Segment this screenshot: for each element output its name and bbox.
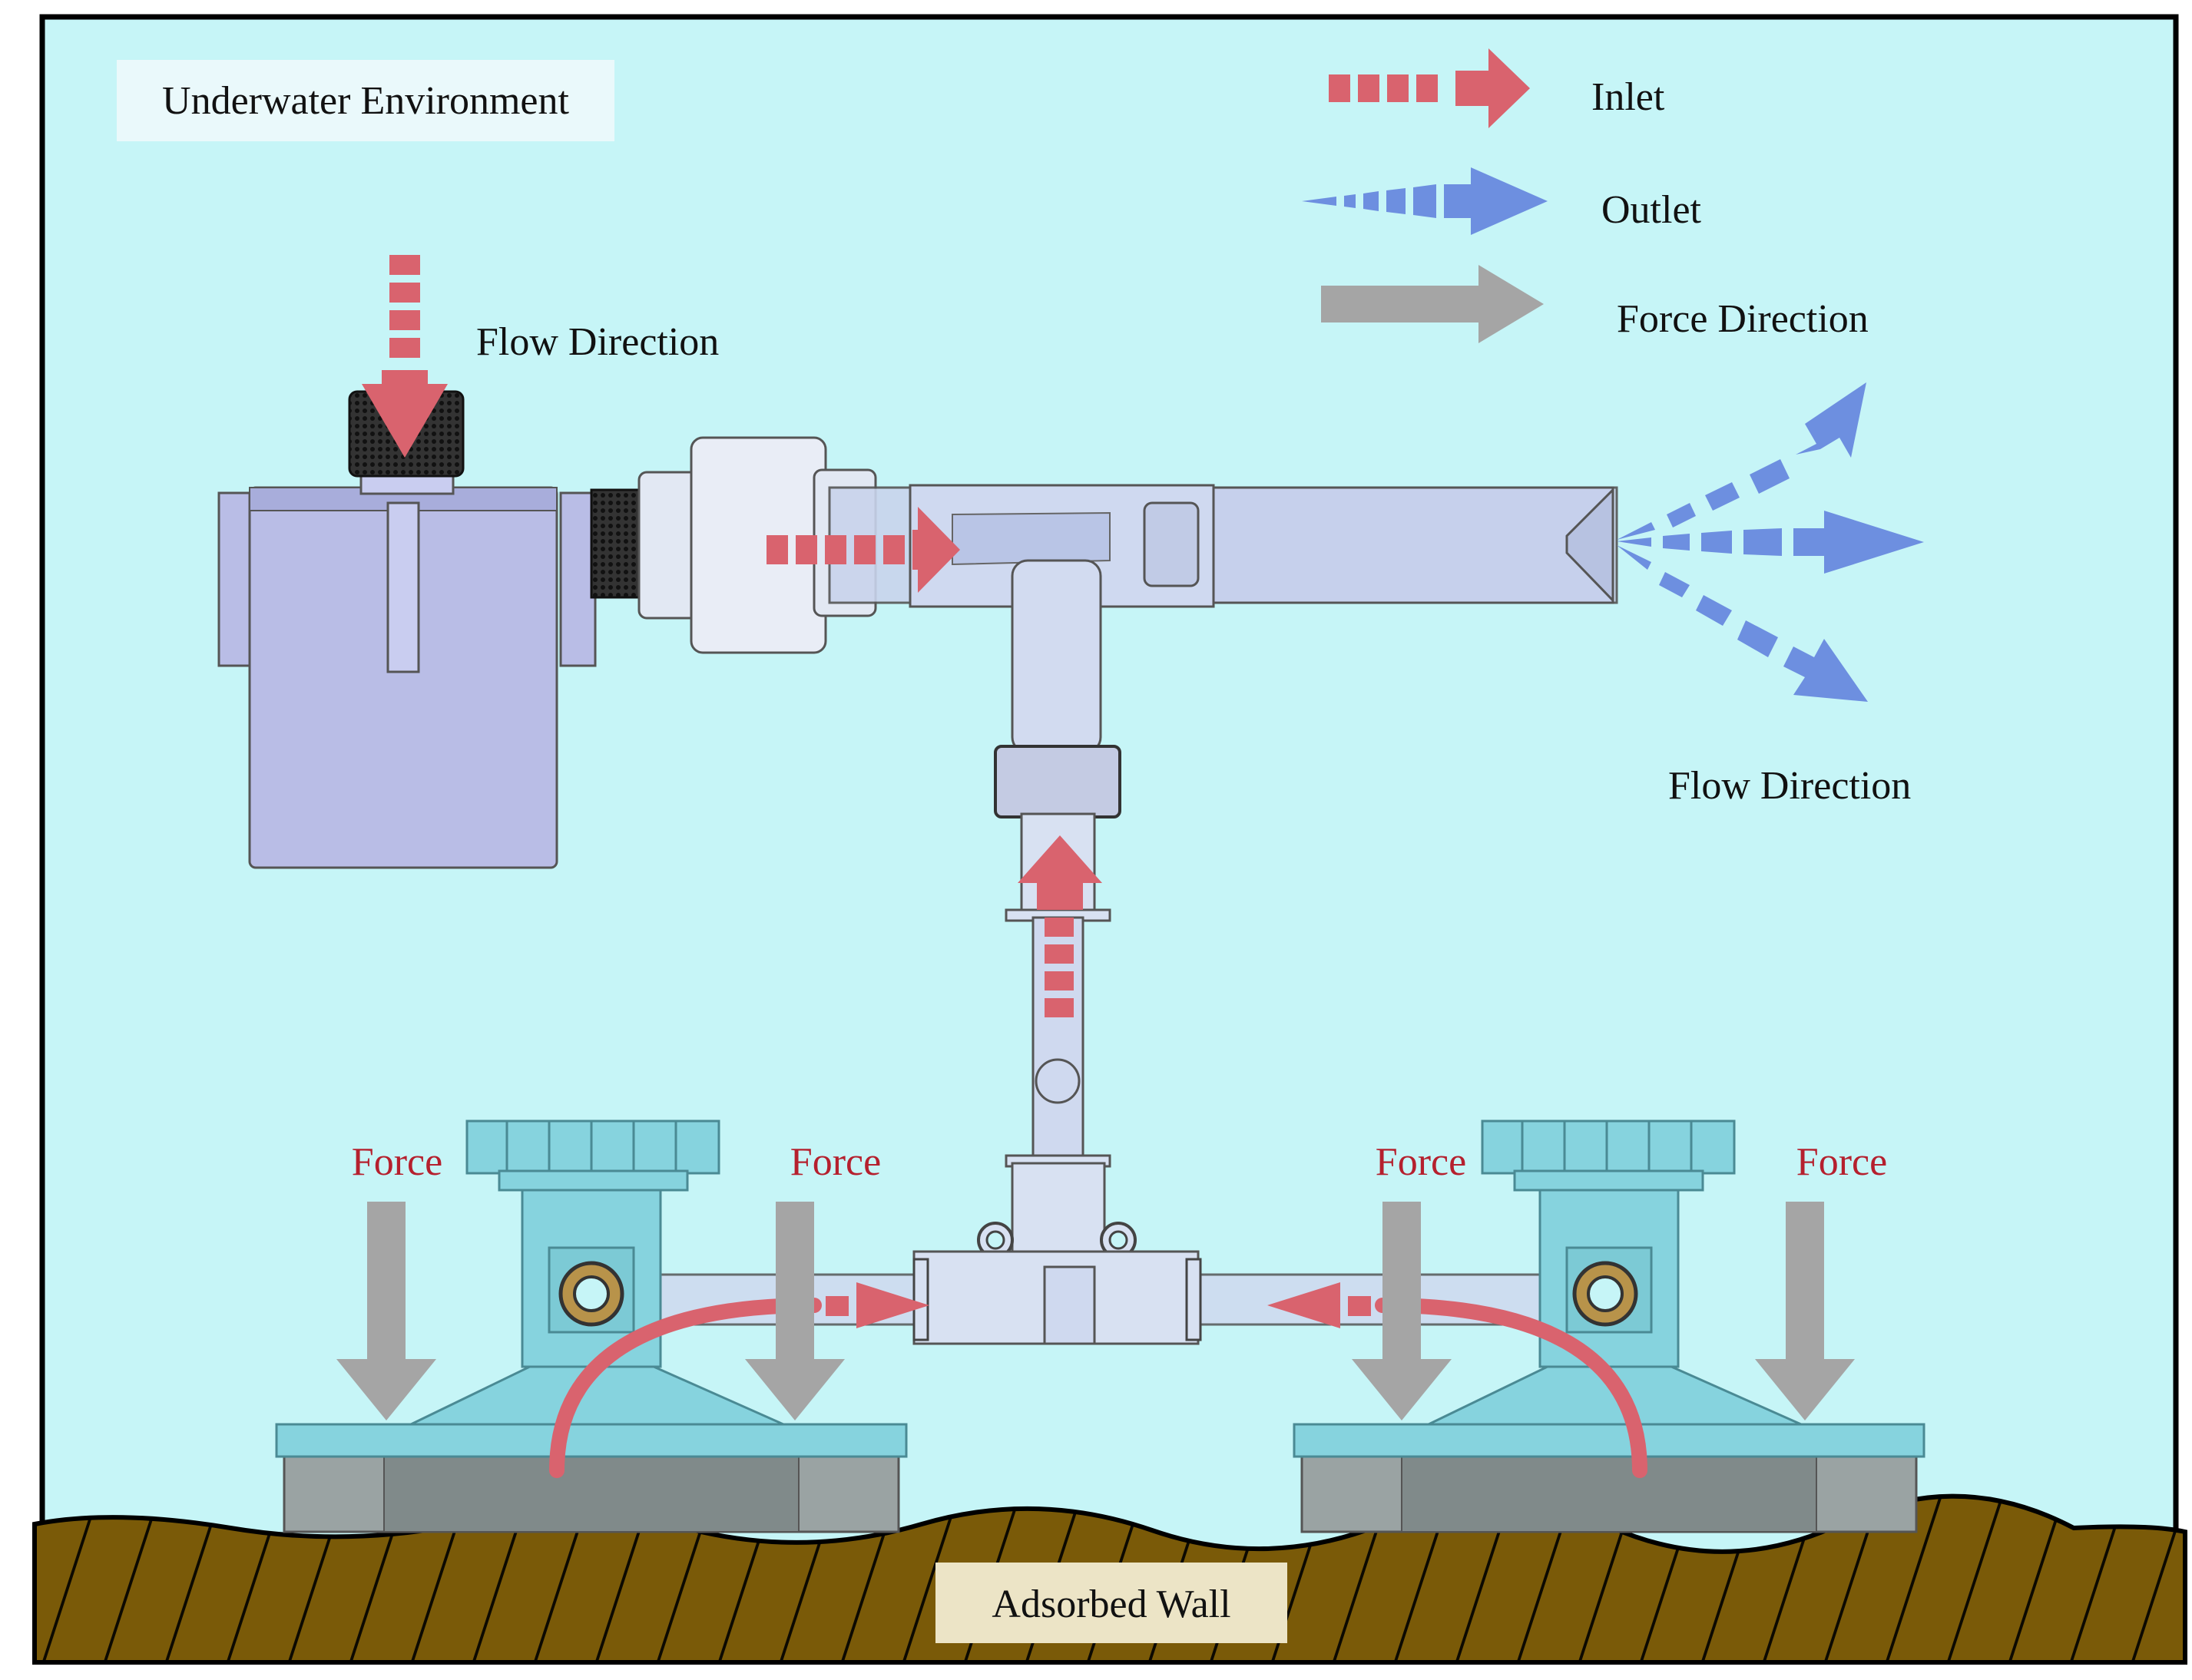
flow-direction-top-label: Flow Direction <box>476 320 719 364</box>
solid-arrow-right-icon <box>1321 265 1544 343</box>
tapered-dashed-arrow-right-icon <box>1302 167 1548 235</box>
legend-inlet-label: Inlet <box>1591 75 1665 119</box>
outlet-jets <box>1617 382 1924 702</box>
wall-label-box <box>935 1563 1287 1643</box>
wall-label: Adsorbed Wall <box>992 1582 1230 1626</box>
legend: Inlet Outlet Force Direction <box>1302 48 1869 343</box>
right-suction-cup <box>1293 1119 1925 1533</box>
environment-label: Underwater Environment <box>162 79 569 123</box>
force-label-2: Force <box>790 1140 881 1184</box>
legend-force-direction-label: Force Direction <box>1617 297 1869 341</box>
left-suction-cup <box>275 1119 908 1533</box>
pipe-inlet-arrow <box>767 507 960 593</box>
force-label-3: Force <box>1376 1140 1466 1184</box>
canister-inlet-arrow <box>362 255 448 458</box>
dashed-arrow-right-icon <box>1329 48 1530 128</box>
force-arrows <box>336 1202 1855 1420</box>
nozzle-pipe <box>828 484 1618 608</box>
riser-inlet-arrow <box>1018 835 1102 1017</box>
flow-direction-right-label: Flow Direction <box>1668 764 1911 808</box>
legend-outlet-label: Outlet <box>1601 188 1702 232</box>
suction-flow-arrows <box>549 1282 1647 1478</box>
environment-label-box <box>117 60 614 141</box>
force-label-4: Force <box>1796 1140 1887 1184</box>
force-label-1: Force <box>352 1140 442 1184</box>
